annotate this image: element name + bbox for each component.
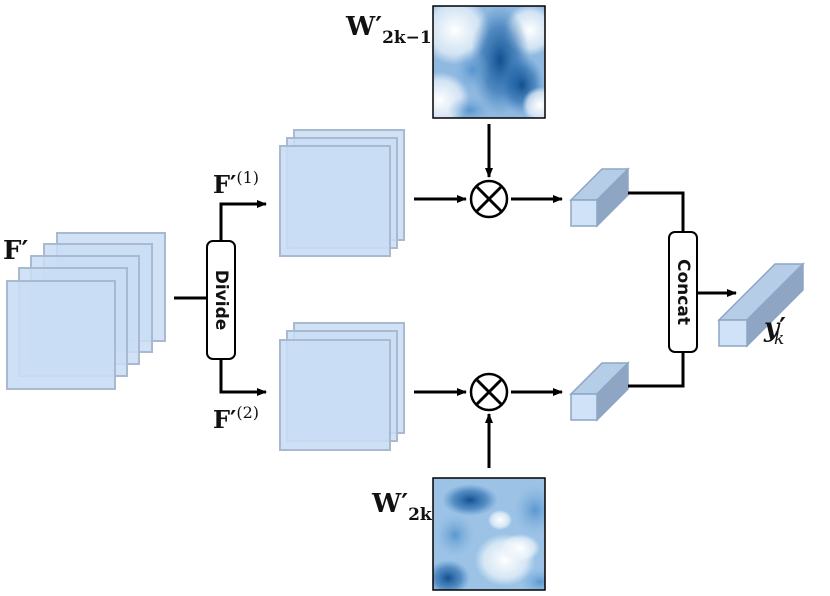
concat-block: Concat xyxy=(668,231,698,353)
weight-bottom-label: W′2k xyxy=(371,489,433,525)
divide-label: Divide xyxy=(211,270,231,331)
cuboid-top-to-concat-line xyxy=(628,191,685,232)
branch1-feature-stack xyxy=(279,129,405,257)
weight-heatmap-top xyxy=(432,5,546,119)
multiply-operator-top xyxy=(469,179,509,219)
cuboid-top xyxy=(569,167,630,228)
branch2-label: F′(2) xyxy=(213,403,259,434)
branch1-label: F′(1) xyxy=(213,168,259,199)
input-label: F′ xyxy=(3,236,28,266)
divide-to-branch2-arrow xyxy=(219,359,267,396)
cuboid-bottom xyxy=(569,361,630,422)
output-cuboid xyxy=(717,262,805,348)
cuboid-bottom-to-concat-line xyxy=(628,352,685,388)
weight-top-label: W′2k−1 xyxy=(345,12,432,48)
weight-heatmap-bottom xyxy=(432,477,546,591)
output-label: y′k xyxy=(763,313,786,349)
divide-to-branch1-arrow xyxy=(219,200,267,241)
concat-label: Concat xyxy=(673,259,693,325)
branch2-feature-stack xyxy=(279,322,405,451)
multiply-operator-bottom xyxy=(469,372,509,412)
divide-block: Divide xyxy=(206,240,236,360)
input-feature-stack xyxy=(6,232,166,390)
